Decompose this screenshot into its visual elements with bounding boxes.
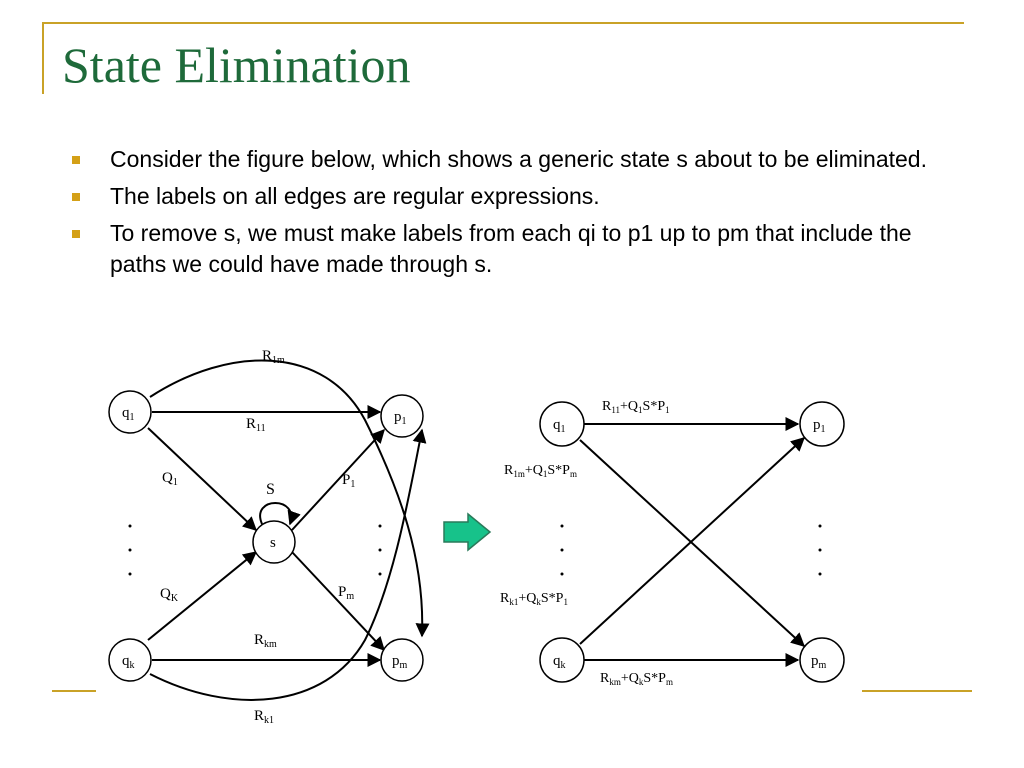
top-rule xyxy=(42,22,964,24)
label-rk1: Rk1 xyxy=(254,708,274,726)
label-r-ekm: Rkm+QkS*Pm xyxy=(600,671,673,687)
label-r1m: R1m xyxy=(262,348,285,366)
state-pm-label: pm xyxy=(392,653,408,671)
ellipsis-dots-right xyxy=(560,524,822,576)
state-s-label: s xyxy=(270,535,276,551)
label-q1: Q1 xyxy=(162,470,178,488)
bullet-list: Consider the figure below, which shows a… xyxy=(72,144,932,286)
right-diagram: q1 qk p1 pm R11+Q1S*P1 R1m+Q1S*Pm Rk1+Qk… xyxy=(500,399,845,687)
label-s: S xyxy=(266,481,275,498)
edge-r-qk-p1 xyxy=(579,437,806,645)
label-p1: P1 xyxy=(342,472,355,490)
state-r-q1-label: q1 xyxy=(553,417,566,435)
label-r11: R11 xyxy=(246,416,266,434)
edge-s-loop xyxy=(259,502,301,526)
label-r-ek1: Rk1+QkS*P1 xyxy=(500,591,568,607)
label-rkm: Rkm xyxy=(254,632,277,650)
left-diagram: q1 qk s p1 pm R1m R11 Q1 S P1 QK Pm Rkm … xyxy=(108,348,430,726)
state-q1 xyxy=(108,390,152,434)
bullet-item: Consider the figure below, which shows a… xyxy=(72,144,932,175)
ellipsis-dots-left xyxy=(128,524,382,576)
state-r-p1 xyxy=(799,401,845,447)
square-bullet-icon xyxy=(72,193,80,201)
edge-qk xyxy=(147,551,258,641)
state-s xyxy=(252,520,296,564)
edge-rk1 xyxy=(149,428,427,701)
edge-r1m xyxy=(149,359,430,638)
right-arrow-icon xyxy=(443,512,492,552)
state-r-q1 xyxy=(539,401,585,447)
slide-title: State Elimination xyxy=(62,37,411,93)
state-pm xyxy=(380,638,424,682)
label-qk: QK xyxy=(160,586,179,604)
state-r-pm xyxy=(799,637,845,683)
bullet-text: Consider the figure below, which shows a… xyxy=(110,146,927,172)
bullet-item: The labels on all edges are regular expr… xyxy=(72,181,932,212)
edge-r-q1-pm xyxy=(579,439,806,647)
label-r-e11: R11+Q1S*P1 xyxy=(602,399,670,415)
label-pm: Pm xyxy=(338,584,354,602)
left-rule xyxy=(42,22,44,94)
state-qk-label: qk xyxy=(122,653,135,671)
square-bullet-icon xyxy=(72,230,80,238)
bottom-rule-left xyxy=(52,690,96,692)
bullet-text: To remove s, we must make labels from ea… xyxy=(110,220,912,277)
state-r-p1-label: p1 xyxy=(813,417,826,435)
label-r-e1m: R1m+Q1S*Pm xyxy=(504,463,577,479)
bottom-rule-right xyxy=(862,690,972,692)
state-q1-label: q1 xyxy=(122,405,135,423)
square-bullet-icon xyxy=(72,156,80,164)
edge-p1 xyxy=(291,428,385,531)
state-r-pm-label: pm xyxy=(811,653,827,671)
edge-q1 xyxy=(147,427,258,531)
bullet-item: To remove s, we must make labels from ea… xyxy=(72,218,932,280)
state-p1-label: p1 xyxy=(394,409,407,427)
state-qk xyxy=(108,638,152,682)
edge-pm xyxy=(291,551,385,652)
state-p1 xyxy=(380,394,424,438)
state-r-qk-label: qk xyxy=(553,653,566,671)
bullet-text: The labels on all edges are regular expr… xyxy=(110,183,600,209)
state-r-qk xyxy=(539,637,585,683)
